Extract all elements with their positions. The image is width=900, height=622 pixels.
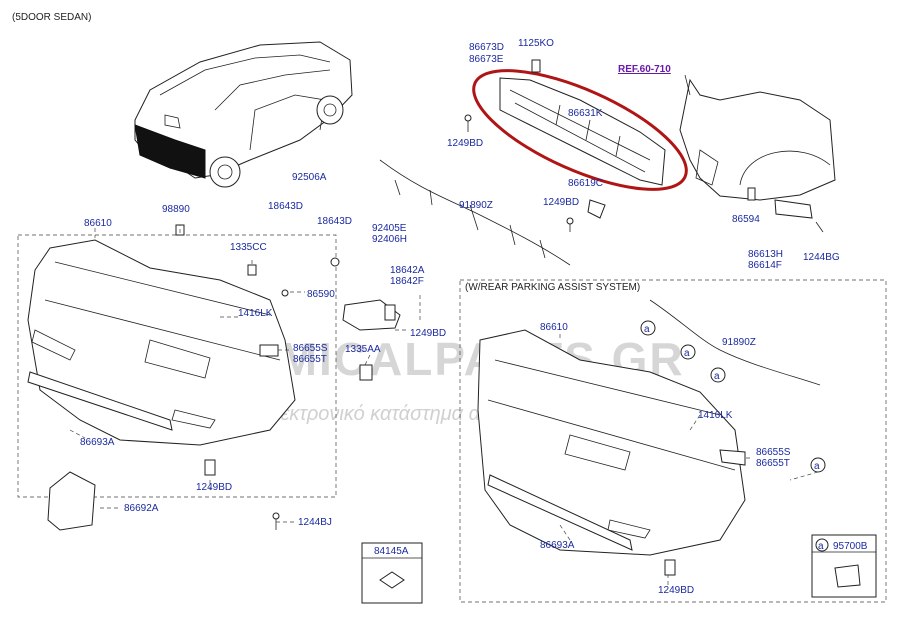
harness-91890z (379, 159, 571, 266)
label-98890: 98890 (162, 204, 190, 215)
under-cover (47, 471, 96, 531)
car-illustration (134, 41, 353, 188)
inset-label-91890z: 91890Z (722, 337, 756, 348)
label-1244bg: 1244BG (803, 252, 840, 263)
label-86673d: 86673D (469, 42, 504, 53)
svg-text:a: a (644, 324, 650, 335)
label-18643d-right: 18643D (317, 216, 352, 227)
label-1416lk: 1416LK (238, 308, 273, 319)
label-95700b: 95700B (833, 541, 868, 552)
label-86693a: 86693A (80, 437, 115, 448)
svg-text:a: a (684, 348, 690, 359)
svg-text:a: a (814, 461, 820, 472)
label-1125ko: 1125KO (518, 38, 554, 49)
label-86692a: 86692A (124, 503, 159, 514)
label-18643d-left: 18643D (268, 201, 303, 212)
label-86594: 86594 (732, 214, 760, 225)
label-86619c: 86619C (568, 178, 603, 189)
label-86610: 86610 (84, 218, 112, 229)
label-1249bd-top: 1249BD (447, 138, 483, 149)
inset-label-1249bd: 1249BD (658, 585, 694, 596)
label-86614f: 86614F (748, 260, 782, 271)
label-86655t: 86655T (293, 354, 327, 365)
inset-label-86693a: 86693A (540, 540, 575, 551)
inset-bumper-cover (477, 329, 746, 556)
label-86631k: 86631K (568, 108, 603, 119)
rear-quarter-panel (679, 74, 836, 201)
inset-label-86655s: 86655S (756, 447, 791, 458)
label-86673e: 86673E (469, 54, 504, 65)
variant-label: (5DOOR SEDAN) (12, 12, 91, 23)
label-18642a: 18642A (390, 265, 425, 276)
svg-text:a: a (818, 541, 824, 552)
label-86655s: 86655S (293, 343, 328, 354)
label-1249bd-low: 1249BD (196, 482, 232, 493)
inset-label-86655t: 86655T (756, 458, 790, 469)
bumper-beam (472, 69, 688, 191)
svg-text:a: a (714, 371, 720, 382)
label-92406h: 92406H (372, 234, 407, 245)
part-labels: 86673D 86673E 1125KO 86631K 1249BD 86619… (80, 38, 868, 596)
label-1244bj: 1244BJ (298, 517, 332, 528)
label-1335aa: 1335AA (345, 344, 381, 355)
label-86590: 86590 (307, 289, 335, 300)
label-18642f: 18642F (390, 276, 424, 287)
parking-assist-frame (459, 279, 887, 603)
lower-moulding (27, 371, 173, 431)
label-86613h: 86613H (748, 249, 783, 260)
callout-markers: a a a a (640, 320, 826, 473)
inset-title: (W/REAR PARKING ASSIST SYSTEM) (465, 282, 640, 293)
ref-link[interactable]: REF.60-710 (618, 64, 671, 75)
beam-highlight-ring (472, 69, 688, 191)
label-84145a: 84145A (374, 546, 409, 557)
label-1335cc: 1335CC (230, 242, 267, 253)
label-92506a: 92506A (292, 172, 327, 183)
label-1249bd-mid: 1249BD (543, 197, 579, 208)
label-91890z: 91890Z (459, 200, 493, 211)
inset-label-1416lk: 1416LK (698, 410, 733, 421)
main-assembly-frame (17, 234, 337, 498)
label-92405e: 92405E (372, 223, 407, 234)
label-1249bd-right: 1249BD (410, 328, 446, 339)
inset-label-86610: 86610 (540, 322, 568, 333)
